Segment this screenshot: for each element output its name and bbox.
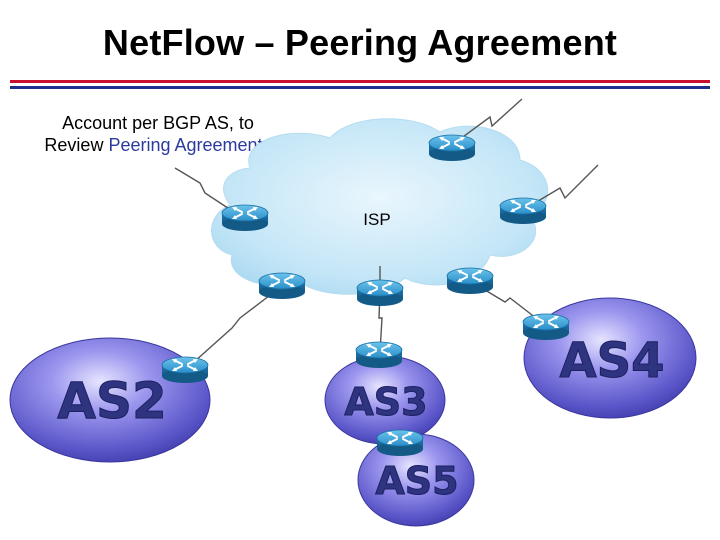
router-icon — [446, 267, 494, 295]
caption-highlight: Peering Agreements — [108, 135, 272, 155]
caption-line-2-prefix: Review — [44, 135, 109, 155]
router-icon — [522, 313, 570, 341]
link-as2 — [184, 285, 283, 371]
caption-line-1: Account per BGP AS, to — [62, 113, 254, 133]
router-icon — [376, 429, 424, 457]
link-external-1 — [451, 98, 523, 146]
isp-cloud — [211, 118, 548, 295]
as5-label: AS5 — [375, 459, 458, 503]
router-icon — [428, 134, 476, 162]
as2-label: AS2 — [57, 372, 167, 430]
as3-label: AS3 — [344, 380, 427, 424]
router-icon — [258, 272, 306, 300]
title-rule-red — [10, 80, 710, 83]
router-icon — [221, 204, 269, 232]
as4-label: AS4 — [559, 333, 664, 389]
title-rule-blue — [10, 86, 710, 89]
slide-title: NetFlow – Peering Agreement — [102, 22, 618, 63]
router-icon — [499, 197, 547, 225]
link-external-3 — [174, 167, 241, 217]
isp-label: ISP — [363, 210, 390, 229]
as5-blob: AS5 — [357, 433, 475, 527]
router-icon — [355, 341, 403, 369]
link-external-2 — [522, 164, 599, 211]
router-icon — [161, 356, 209, 384]
caption: Account per BGP AS, to Review Peering Ag… — [8, 112, 308, 156]
router-icon — [356, 279, 404, 307]
as3-blob: AS3 — [324, 355, 446, 445]
as2-blob: AS2 — [9, 337, 211, 463]
